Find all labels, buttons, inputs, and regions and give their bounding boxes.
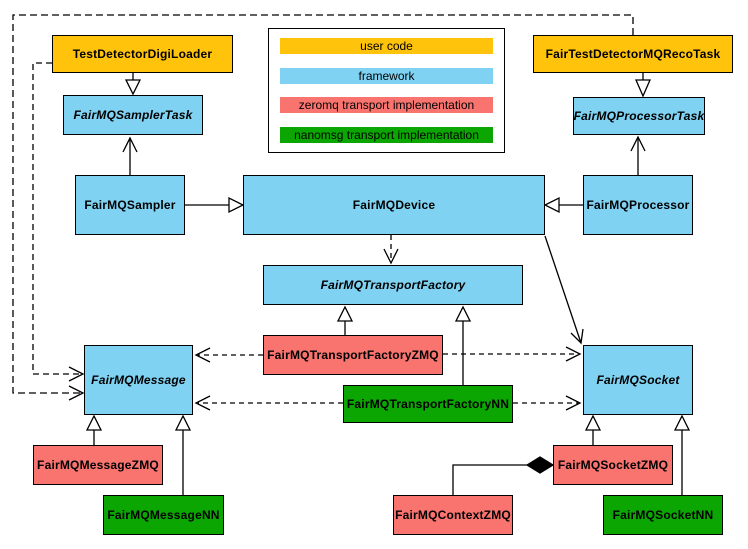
legend-item-zeromq: zeromq transport implementation bbox=[280, 97, 493, 114]
edge-inheritance-processor-device bbox=[543, 196, 583, 214]
edge-dependency-recotask-message bbox=[12, 14, 634, 401]
node-label: FairMQDevice bbox=[352, 198, 436, 212]
node-label: FairMQSamplerTask bbox=[73, 108, 193, 122]
edge-dependency-tfnn-socket bbox=[513, 395, 582, 411]
node-fairmqsampler: FairMQSampler bbox=[75, 175, 185, 235]
node-label: FairMQProcessorTask bbox=[573, 109, 705, 123]
edge-inheritance-testloader-samplertask bbox=[124, 73, 142, 96]
node-fairmqmessagezmq: FairMQMessageZMQ bbox=[33, 445, 163, 485]
edge-dependency-testloader-message bbox=[32, 62, 85, 382]
node-fairmqtransportfactorynn: FairMQTransportFactoryNN bbox=[343, 385, 513, 423]
node-label: FairMQSocketZMQ bbox=[557, 458, 669, 472]
node-fairmqmessagenn: FairMQMessageNN bbox=[103, 495, 224, 535]
node-fairmqprocessor: FairMQProcessor bbox=[583, 175, 693, 235]
node-label: FairMQSocket bbox=[596, 373, 680, 387]
legend-label: framework bbox=[358, 68, 415, 83]
node-label: FairMQMessageNN bbox=[107, 508, 220, 522]
node-label: TestDetectorDigiLoader bbox=[72, 47, 213, 61]
node-label: FairMQProcessor bbox=[586, 198, 690, 212]
edge-inheritance-socknn-socket bbox=[673, 414, 691, 495]
legend-item-user-code: user code bbox=[280, 38, 493, 54]
edge-association-processor-processortask bbox=[630, 135, 646, 175]
node-label: FairMQTransportFactoryNN bbox=[346, 397, 510, 411]
legend-label: user code bbox=[360, 39, 413, 53]
legend-item-framework: framework bbox=[280, 67, 493, 84]
edge-composition-contextzmq-sockzmq bbox=[452, 456, 555, 495]
edge-association-sampler-samplertask bbox=[122, 136, 138, 175]
legend-label: nanomsg transport implementation bbox=[294, 127, 479, 142]
legend-label: zeromq transport implementation bbox=[298, 98, 475, 113]
edge-dependency-tfzmq-message bbox=[194, 347, 263, 363]
node-label: FairMQMessage bbox=[91, 373, 186, 387]
node-label: FairMQTransportFactoryZMQ bbox=[267, 348, 439, 362]
edge-inheritance-msgzmq-message bbox=[85, 414, 103, 445]
edge-inheritance-tfzmq-transportfactory bbox=[336, 305, 354, 335]
legend-box: user code framework zeromq transport imp… bbox=[268, 28, 505, 153]
edge-inheritance-sockzmq-socket bbox=[584, 414, 602, 445]
node-fairmqdevice: FairMQDevice bbox=[243, 175, 545, 235]
edge-association-device-socket bbox=[544, 235, 584, 345]
node-testdetectordigiloader: TestDetectorDigiLoader bbox=[52, 35, 233, 73]
node-label: FairMQMessageZMQ bbox=[37, 458, 159, 472]
edge-inheritance-tfnn-transportfactory bbox=[454, 305, 472, 385]
edge-inheritance-msgnn-message bbox=[174, 414, 192, 495]
node-fairmqmessage: FairMQMessage bbox=[84, 345, 193, 415]
node-label: FairTestDetectorMQRecoTask bbox=[545, 47, 721, 61]
edge-inheritance-sampler-device bbox=[185, 196, 245, 214]
edge-inheritance-recotask-processortask bbox=[635, 73, 651, 98]
legend-item-nanomsg: nanomsg transport implementation bbox=[280, 126, 493, 143]
node-fairmqsamplertask: FairMQSamplerTask bbox=[63, 95, 203, 135]
node-fairmqcontextzmq: FairMQContextZMQ bbox=[393, 495, 513, 535]
node-label: FairMQTransportFactory bbox=[320, 278, 466, 292]
node-label: FairMQContextZMQ bbox=[395, 508, 511, 522]
edge-dependency-tfzmq-socket bbox=[443, 346, 582, 362]
node-label: FairMQSocketNN bbox=[612, 508, 714, 522]
node-fairmqtransportfactoryzmq: FairMQTransportFactoryZMQ bbox=[263, 335, 443, 375]
edge-dependency-tfnn-message bbox=[194, 395, 343, 411]
node-fairmqtransportfactory: FairMQTransportFactory bbox=[263, 265, 523, 305]
node-fairmqsocketzmq: FairMQSocketZMQ bbox=[553, 445, 673, 485]
node-fairtestdetectormqrecotask: FairTestDetectorMQRecoTask bbox=[533, 35, 733, 73]
node-label: FairMQSampler bbox=[84, 198, 176, 212]
node-fairmqsocketnn: FairMQSocketNN bbox=[603, 495, 723, 535]
node-fairmqsocket: FairMQSocket bbox=[583, 345, 693, 415]
edge-dependency-device-transportfactory bbox=[383, 235, 399, 265]
node-fairmqprocessortask: FairMQProcessorTask bbox=[573, 97, 705, 135]
